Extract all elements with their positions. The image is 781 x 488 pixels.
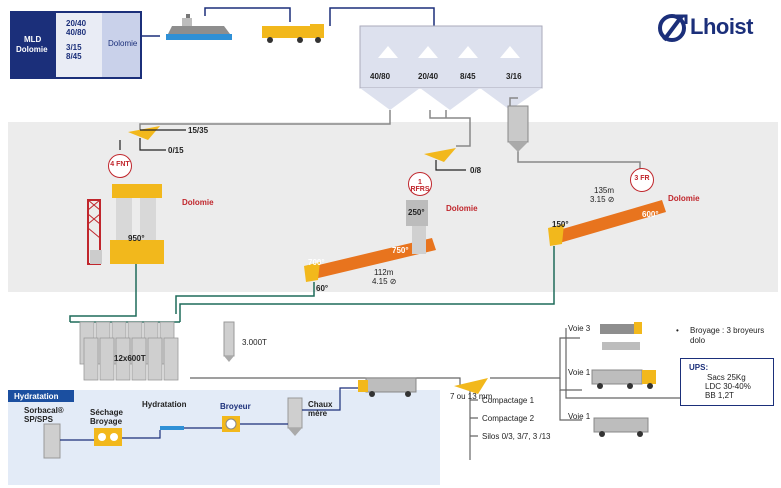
mixing-silo-icon (507, 105, 529, 152)
silo-label-1: 40/80 (370, 72, 391, 81)
single-silo-label: 3.000T (242, 338, 267, 347)
kiln-4-temp: 950° (128, 234, 145, 243)
kiln-rfrs-hot-temp: 750° (392, 246, 409, 255)
kiln-rfrs-diameter: 4.15 ⊘ (372, 277, 397, 286)
hydration-lines (60, 387, 358, 441)
screening-lines (190, 328, 680, 460)
kiln-3fr-badge: 3 FR (630, 168, 654, 192)
screen-output-3: Silos 0/3, 3/7, 3 /13 (482, 432, 551, 441)
broyage-note-line2: dolo (690, 336, 706, 345)
top-silos-block (359, 25, 543, 110)
kiln-rfrs-inlet-temp: 700° (308, 258, 325, 267)
ups-box: UPS: Sacs 25Kg LDC 30-40% BB 1,2T (680, 358, 774, 406)
kiln-rfrs-badge: 1 RFRS (408, 172, 432, 196)
crusher-cut-2: 0/15 (168, 146, 184, 155)
ups-line-1: Sacs 25Kg (707, 373, 746, 382)
screen-output-2: Compactage 2 (482, 414, 535, 423)
truck-voie1-icon (591, 369, 656, 389)
kiln-4-fnt-id: 4 FNT (110, 161, 130, 168)
ups-line-2: LDC 30-40% (705, 382, 751, 391)
hydratation-label: Hydratation (142, 400, 187, 409)
mld-source-box: MLD Dolomie 20/40 40/80 3/15 8/45 Dolomi… (10, 11, 142, 79)
storage-silos-label: 12x600T (114, 354, 146, 363)
wagon-voie1-icon (593, 417, 649, 437)
kiln-3fr-hot-temp: 600° (642, 210, 659, 219)
kiln-rfrs-length: 112m (374, 268, 394, 277)
screening-label: 7 ou 13 mm (450, 392, 493, 401)
silo-label-2: 20/40 (418, 72, 439, 81)
broyage-bullet: • (676, 326, 679, 335)
hydration-title: Hydratation (14, 392, 59, 401)
storage-silos-icon (79, 321, 179, 381)
kiln-3fr-material: Dolomie (668, 194, 700, 203)
lhoist-logo-icon (658, 14, 688, 42)
ship-icon (166, 14, 232, 40)
mld-size-1: 20/40 (66, 19, 87, 28)
kiln-rfrs-preheat-temp: 250° (408, 208, 425, 217)
ups-line-3: BB 1,2T (705, 391, 734, 400)
crusher-lines (119, 129, 466, 171)
voie-label-2: Voie 1 (568, 368, 591, 377)
sechage-label-1: Séchage (90, 408, 123, 417)
silo-label-3: 8/45 (460, 72, 476, 81)
sorbacal-label-1: Sorbacal® (24, 406, 64, 415)
kiln-4-fnt-icon (87, 184, 164, 265)
crusher-cut-1: 15/35 (188, 126, 209, 135)
voie-label-3: Voie 1 (568, 412, 591, 421)
crusher-icon-1 (128, 126, 160, 140)
voie-label-1: Voie 3 (568, 324, 591, 333)
crusher-cut-3: 0/8 (470, 166, 482, 175)
rotary-kiln-rfrs-icon (304, 200, 436, 282)
silo-label-4: 3/16 (506, 72, 522, 81)
broyeur-label: Broyeur (220, 402, 251, 411)
kiln-rfrs-outlet-temp: 60° (316, 284, 329, 293)
hydration-icons (43, 377, 417, 459)
sorbacal-label-2: SP/SPS (24, 415, 53, 424)
crusher-icon-2 (424, 148, 456, 162)
ups-title: UPS: (689, 363, 709, 372)
mld-product: Dolomie (108, 39, 138, 48)
rotary-kiln-3fr-icon (548, 200, 666, 246)
mld-size-2: 40/80 (66, 28, 87, 37)
truck-icon-top (262, 24, 324, 43)
single-silo-icon (223, 321, 235, 357)
wagon-voie3-icon (600, 322, 642, 334)
broyage-note-line1: Broyage : 3 broyeurs (690, 326, 765, 335)
chaux-label-1: Chaux (308, 400, 333, 409)
kiln-3fr-id: 3 FR (634, 175, 650, 182)
supply-lines (140, 7, 435, 37)
lhoist-logo-text: Lhoist (690, 14, 754, 39)
kiln-rfrs-id: 1 RFRS (410, 179, 430, 193)
kiln-4-fnt-badge: 4 FNT (108, 154, 132, 178)
kiln-3fr-diameter: 3.15 ⊘ (590, 195, 615, 204)
screen-output-1: Compactage 1 (482, 396, 535, 405)
kiln-rfrs-material: Dolomie (446, 204, 478, 213)
mld-size-4: 8/45 (66, 52, 82, 61)
kiln-4-material: Dolomie (182, 198, 214, 207)
kiln-3fr-length: 135m (594, 186, 615, 195)
distribution-pipes (139, 97, 641, 170)
screen-icon (454, 378, 488, 394)
sechage-label-2: Broyage (90, 417, 123, 426)
chaux-label-2: mère (308, 409, 328, 418)
wagon-voie3b-icon (602, 342, 640, 350)
kiln-3fr-inlet-temp: 150° (552, 220, 569, 229)
mld-size-3: 3/15 (66, 43, 82, 52)
mld-title-line2: Dolomie (16, 45, 48, 54)
mld-title-line1: MLD (24, 35, 42, 44)
hydration-panel (8, 390, 440, 485)
mld-title-block: MLD Dolomie (12, 13, 56, 77)
hydration-header: Hydratation (8, 390, 74, 402)
mld-sizes-block: 20/40 40/80 3/15 8/45 (56, 13, 102, 77)
